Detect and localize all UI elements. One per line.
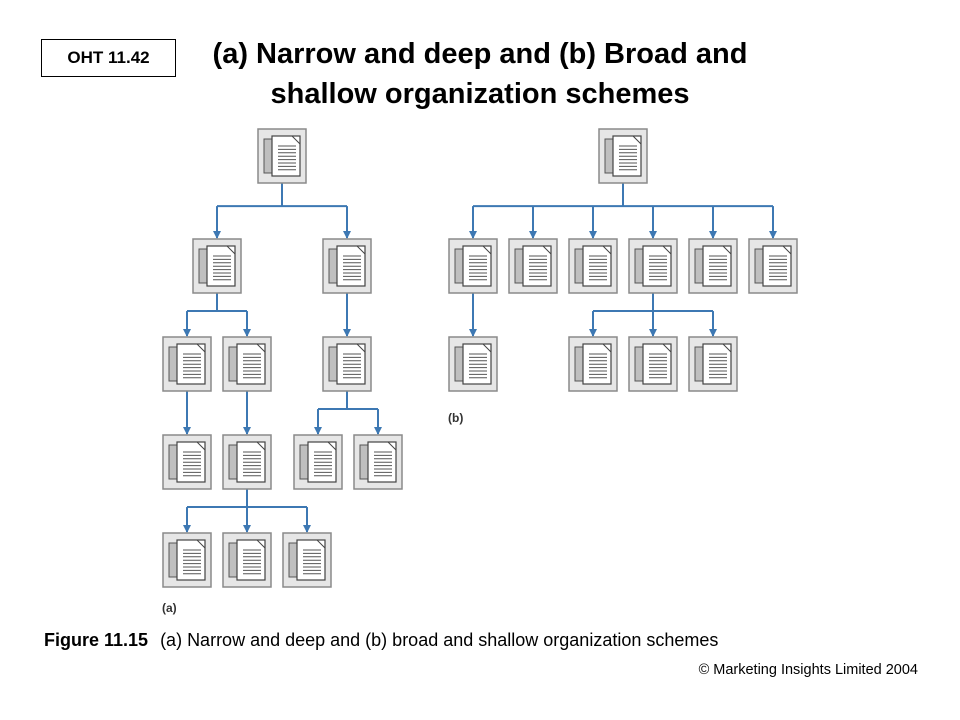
document-node-a-l4-1 (162, 434, 212, 490)
document-node-b-root (598, 128, 648, 184)
connector-a-l2-1 (183, 293, 251, 337)
panel-b-label: (b) (448, 411, 463, 425)
document-node-a-l2-2 (322, 238, 372, 294)
document-node-a-l4-4 (353, 434, 403, 490)
document-node-b-l3-4 (688, 336, 738, 392)
figure-caption-text: (a) Narrow and deep and (b) broad and sh… (160, 630, 719, 650)
slide-number-label: OHT 11.42 (41, 39, 176, 77)
document-node-a-l3-3 (322, 336, 372, 392)
document-node-a-l3-1 (162, 336, 212, 392)
document-node-b-l2-6 (748, 238, 798, 294)
document-node-a-l5-3 (282, 532, 332, 588)
document-node-b-l2-2 (508, 238, 558, 294)
connector-a-l3-3 (314, 391, 382, 435)
connector-a-l4-2 (183, 489, 311, 533)
figure-caption: Figure 11.15 (a) Narrow and deep and (b) … (44, 627, 864, 653)
document-node-b-l2-3 (568, 238, 618, 294)
document-node-b-l3-2 (568, 336, 618, 392)
document-node-b-l3-1 (448, 336, 498, 392)
document-node-a-root (257, 128, 307, 184)
panel-a-label: (a) (162, 601, 177, 615)
document-node-a-l3-2 (222, 336, 272, 392)
figure-number: Figure 11.15 (44, 630, 149, 650)
connector-b-root (469, 183, 777, 239)
document-node-b-l3-3 (628, 336, 678, 392)
connector-a-root (213, 183, 351, 239)
document-node-a-l5-2 (222, 532, 272, 588)
document-node-b-l2-4 (628, 238, 678, 294)
slide-title: (a) Narrow and deep and (b) Broad and sh… (212, 38, 748, 110)
document-node-a-l4-2 (222, 434, 272, 490)
document-node-a-l2-1 (192, 238, 242, 294)
document-node-b-l2-5 (688, 238, 738, 294)
document-node-a-l4-3 (293, 434, 343, 490)
document-node-a-l5-1 (162, 532, 212, 588)
copyright-notice: © Marketing Insights Limited 2004 (698, 662, 918, 678)
connector-b-l2-4 (589, 293, 717, 337)
document-node-b-l2-1 (448, 238, 498, 294)
